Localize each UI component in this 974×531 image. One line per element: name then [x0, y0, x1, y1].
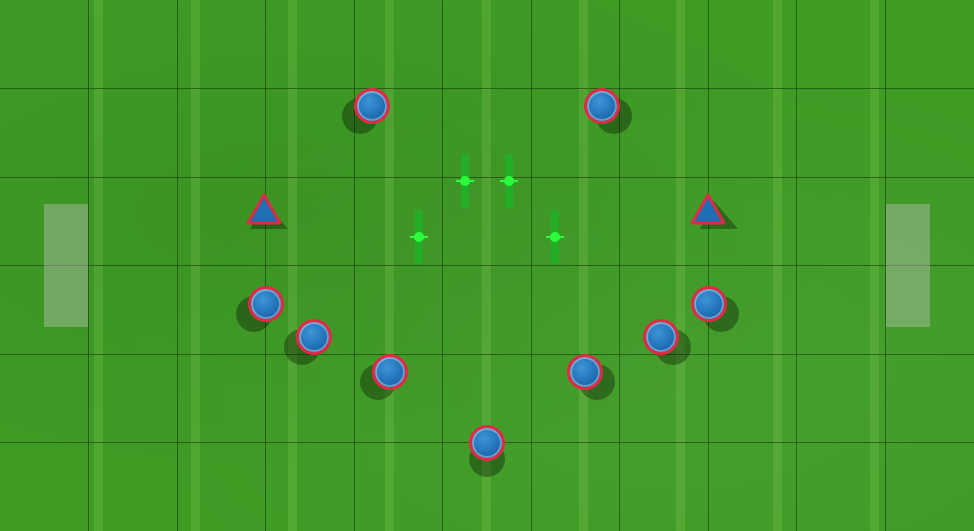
player-circle[interactable]	[236, 286, 284, 332]
player-circle[interactable]	[469, 425, 505, 477]
player-circle[interactable]	[584, 88, 632, 134]
player-disc-icon	[296, 319, 332, 355]
grid-line-horizontal	[0, 354, 974, 355]
player-circle[interactable]	[643, 319, 691, 365]
marker-dot	[414, 232, 424, 242]
player-triangle[interactable]	[246, 192, 288, 229]
goal-right	[886, 204, 930, 327]
position-marker[interactable]	[546, 210, 564, 264]
grid-line-horizontal	[0, 88, 974, 89]
position-marker[interactable]	[410, 210, 428, 264]
player-disc-icon	[691, 286, 727, 322]
player-circle[interactable]	[567, 354, 615, 400]
player-disc-icon	[354, 88, 390, 124]
player-circle[interactable]	[342, 88, 390, 134]
player-disc-icon	[469, 425, 505, 461]
position-marker[interactable]	[456, 154, 474, 208]
goal-left	[44, 204, 88, 327]
player-circle[interactable]	[284, 319, 332, 365]
player-disc-icon	[248, 286, 284, 322]
player-circle[interactable]	[691, 286, 739, 332]
player-circle[interactable]	[360, 354, 408, 400]
marker-dot	[550, 232, 560, 242]
position-marker[interactable]	[500, 154, 518, 208]
player-triangle[interactable]	[690, 192, 738, 229]
grid-line-horizontal	[0, 265, 974, 266]
player-disc-icon	[372, 354, 408, 390]
triangle-player-icon	[246, 193, 288, 229]
player-disc-icon	[584, 88, 620, 124]
grid-line-horizontal	[0, 177, 974, 178]
player-disc-icon	[643, 319, 679, 355]
player-disc-icon	[567, 354, 603, 390]
triangle-player-icon	[690, 193, 738, 229]
marker-dot	[460, 176, 470, 186]
marker-dot	[504, 176, 514, 186]
